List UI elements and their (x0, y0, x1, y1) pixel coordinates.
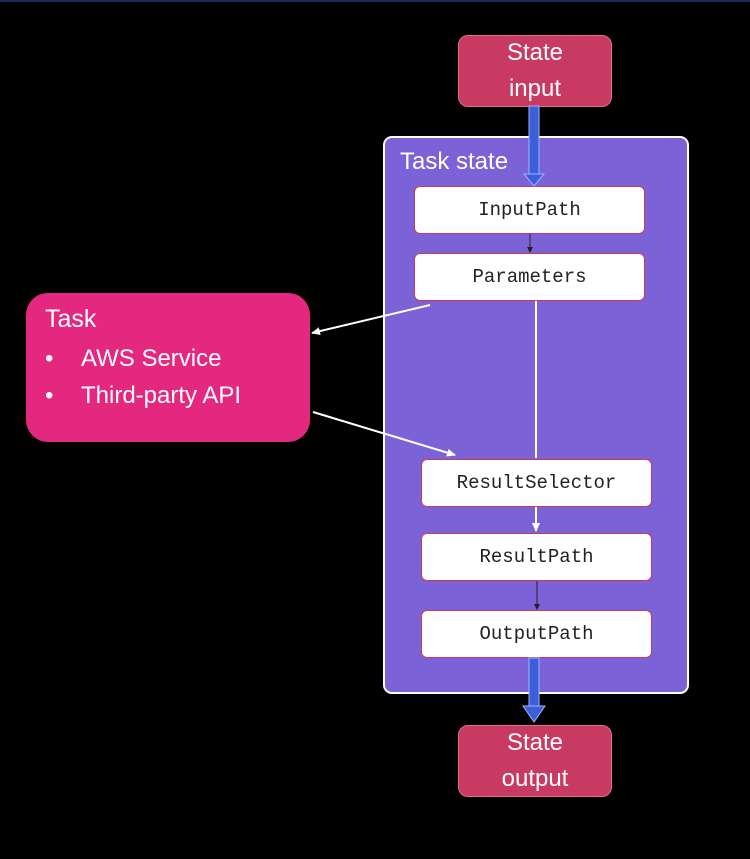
step-result-selector[interactable]: ResultSelector (421, 459, 652, 507)
step-result-path[interactable]: ResultPath (421, 533, 652, 581)
arrow-task-resultselector (312, 411, 456, 457)
top-border (0, 0, 750, 2)
task-state-title: Task state (400, 148, 509, 175)
flow-arrow-in (522, 105, 546, 187)
step-parameters[interactable]: Parameters (414, 253, 645, 301)
step-output-path[interactable]: OutputPath (421, 610, 652, 658)
task-box[interactable]: Task AWS Service Third-party API (26, 293, 310, 442)
task-item-aws-service: AWS Service (45, 340, 241, 377)
state-input-line1: State (506, 39, 564, 66)
state-output-box[interactable]: State output (458, 725, 612, 797)
step-input-path[interactable]: InputPath (414, 186, 645, 234)
arrow-parameters-task (311, 304, 431, 336)
state-input-box[interactable]: State input (458, 35, 612, 107)
flow-arrow-out (522, 657, 546, 723)
state-output-line1: State (506, 729, 564, 756)
state-output-line2: output (501, 765, 569, 792)
task-title: Task (45, 305, 97, 333)
state-input-line2: input (508, 75, 562, 102)
task-item-third-party-api: Third-party API (45, 377, 241, 414)
task-list: AWS Service Third-party API (45, 340, 241, 414)
